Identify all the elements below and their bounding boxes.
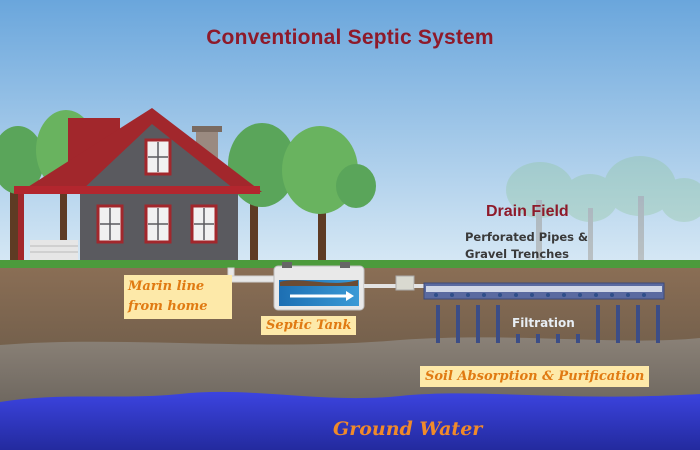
main-line-label: Marin line from home [124,275,232,319]
ground-water [0,391,700,450]
drain-field-trench [423,282,665,300]
septic-tank [273,262,365,311]
main-line-label-line1: Marin line [128,279,205,294]
background-trees [506,156,700,262]
filtration-label: Filtration [512,316,575,330]
main-line-label-line2: from home [128,299,208,314]
soil-absorption-label: Soil Absorption & Purification [420,366,650,387]
drain-field-subtitle-line2: Gravel Trenches [465,247,569,261]
filtration-columns [436,305,660,343]
ground-water-label: Ground Water [333,418,483,440]
gravel-soil [0,337,700,410]
drain-field-title: Drain Field [486,203,569,220]
drain-field-subtitle: Perforated Pipes & Gravel Trenches [465,229,625,263]
outlet-pipe [364,275,424,291]
drain-field-subtitle-line1: Perforated Pipes & [465,230,589,244]
septic-tank-label: Septic Tank [261,316,357,335]
diagram-title: Conventional Septic System [206,26,494,49]
house [14,108,262,262]
